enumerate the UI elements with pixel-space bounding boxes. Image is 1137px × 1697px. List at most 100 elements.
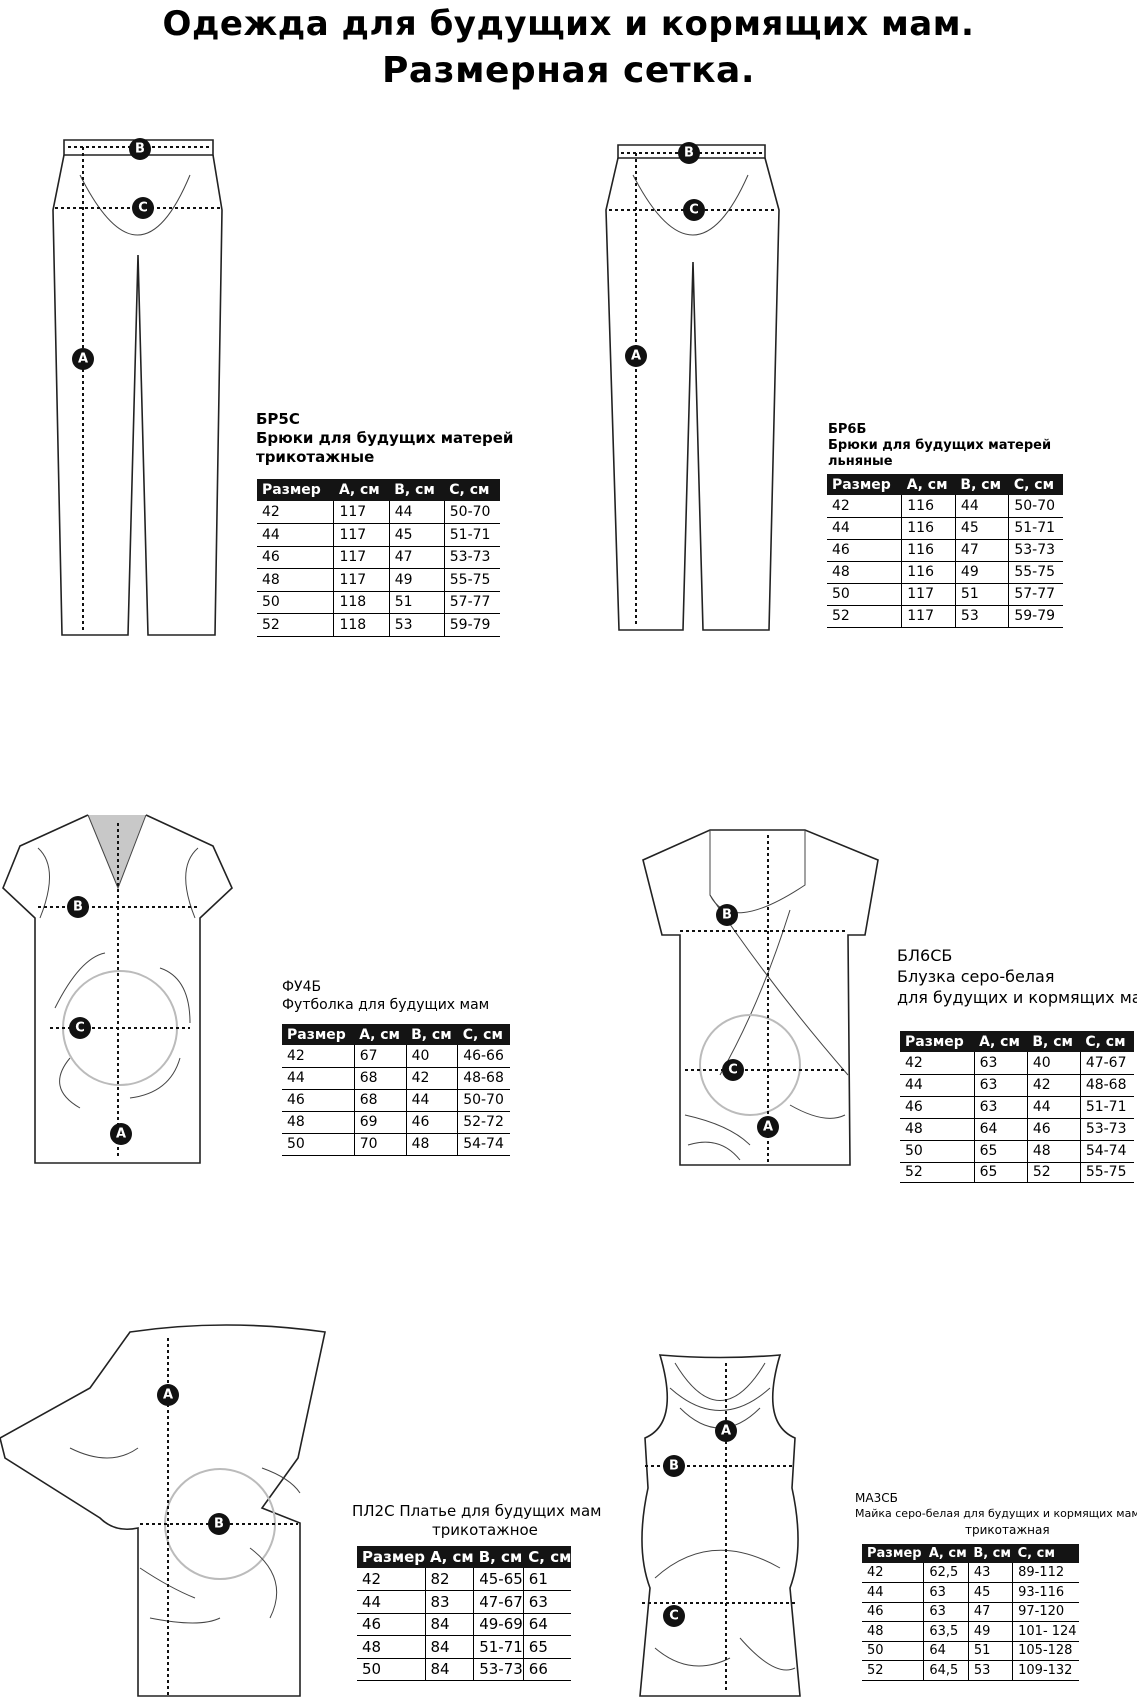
- col-b: В, см: [389, 479, 445, 501]
- tank-top-drawing: A B C: [630, 1348, 810, 1697]
- blouse-drawing: B C A: [640, 825, 880, 1170]
- col-size: Размер: [257, 479, 334, 501]
- svg-text:B: B: [669, 1459, 679, 1474]
- col-c: С, см: [1008, 474, 1063, 495]
- col-a: А, см: [974, 1031, 1028, 1052]
- marker-c: C: [722, 1059, 744, 1081]
- svg-text:C: C: [689, 203, 699, 218]
- col-a: А, см: [333, 479, 390, 501]
- col-c: С, см: [523, 1546, 572, 1568]
- col-size: Размер: [900, 1031, 975, 1052]
- product-code: МА3СБ: [855, 1491, 898, 1505]
- svg-text:B: B: [135, 142, 145, 157]
- product-name-line1: Блузка серо-белая: [897, 967, 1055, 986]
- product-name: Брюки для будущих матерей льняные: [828, 438, 1052, 469]
- col-size: Размер: [282, 1024, 355, 1045]
- col-b: В, см: [473, 1546, 524, 1568]
- marker-b: B: [129, 138, 151, 160]
- marker-a: A: [715, 1420, 737, 1442]
- col-size: Размер: [357, 1546, 426, 1568]
- col-a: А, см: [923, 1544, 969, 1563]
- col-a: А, см: [901, 474, 956, 495]
- product-br6b-label: БР6Б Брюки для будущих матерей льняные: [828, 422, 1068, 470]
- marker-c: C: [132, 197, 154, 219]
- marker-a: A: [757, 1116, 779, 1138]
- svg-text:C: C: [75, 1021, 85, 1036]
- page-subtitle: Размерная сетка.: [381, 50, 756, 91]
- marker-a: A: [110, 1123, 132, 1145]
- marker-b: B: [208, 1513, 230, 1535]
- svg-text:B: B: [722, 908, 732, 923]
- product-name: Футболка для будущих мам: [282, 997, 490, 1013]
- col-c: С, см: [1012, 1544, 1079, 1563]
- col-b: В, см: [406, 1024, 458, 1045]
- svg-text:C: C: [728, 1063, 738, 1078]
- svg-text:A: A: [116, 1127, 126, 1142]
- col-c: С, см: [444, 479, 500, 501]
- svg-text:A: A: [763, 1120, 773, 1135]
- marker-b: B: [663, 1455, 685, 1477]
- col-c: С, см: [457, 1024, 510, 1045]
- svg-text:A: A: [78, 352, 88, 367]
- marker-a: A: [625, 345, 647, 367]
- svg-text:B: B: [684, 146, 694, 161]
- svg-text:A: A: [163, 1388, 173, 1403]
- dress-drawing: A B: [0, 1318, 335, 1697]
- marker-b: B: [67, 896, 89, 918]
- col-size: Размер: [862, 1544, 924, 1563]
- marker-a: A: [72, 348, 94, 370]
- pants-knit-drawing: B C A: [50, 135, 240, 645]
- marker-c: C: [683, 199, 705, 221]
- product-name-line2: для будущих и кормящих мам: [897, 988, 1137, 1007]
- product-code: ФУ4Б: [282, 979, 322, 995]
- col-b: В, см: [968, 1544, 1013, 1563]
- product-pl2s-label: ПЛ2С Платье для будущих мам трикотажное: [352, 1502, 612, 1540]
- col-b: В, см: [1027, 1031, 1081, 1052]
- product-name-line1: ПЛ2С Платье для будущих мам: [352, 1502, 602, 1520]
- product-code: БР5С: [256, 410, 300, 428]
- product-fu4b-label: ФУ4Б Футболка для будущих мам: [282, 978, 522, 1014]
- svg-text:C: C: [138, 201, 148, 216]
- product-name: Брюки для будущих матерей трикотажные: [256, 429, 514, 466]
- product-name-line1: Майка серо-белая для будущих и кормящих …: [855, 1507, 1137, 1520]
- col-c: С, см: [1080, 1031, 1134, 1052]
- col-size: Размер: [827, 474, 902, 495]
- tshirt-drawing: B C A: [0, 808, 240, 1173]
- svg-text:B: B: [214, 1517, 224, 1532]
- col-a: А, см: [425, 1546, 474, 1568]
- marker-b: B: [678, 142, 700, 164]
- svg-text:A: A: [721, 1424, 731, 1439]
